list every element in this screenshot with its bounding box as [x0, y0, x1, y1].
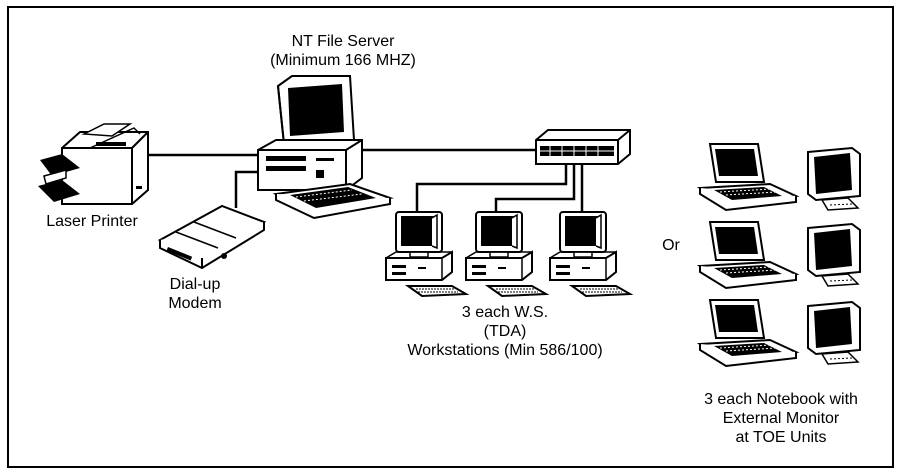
- server-label: NT File Server (Minimum 166 MHZ): [238, 32, 448, 70]
- or-label: Or: [662, 237, 680, 254]
- notebook-2: [699, 221, 797, 289]
- external-monitor-2: [807, 223, 861, 287]
- workstation-1: [386, 212, 466, 296]
- notebooks-label-line1: 3 each Notebook with: [704, 391, 858, 408]
- workstations-label-line2: (TDA): [483, 323, 527, 340]
- server-label-line1: NT File Server: [291, 33, 395, 50]
- nt-file-server: [257, 75, 394, 220]
- external-monitor-1: [807, 147, 861, 211]
- ws1-cable: [415, 162, 568, 222]
- modem-label: Dial-up Modem: [150, 275, 240, 313]
- dial-up-modem: [157, 204, 267, 270]
- workstation-3: [550, 212, 630, 296]
- notebooks-label: 3 each Notebook with External Monitor at…: [666, 390, 896, 447]
- server-label-line2: (Minimum 166 MHZ): [270, 52, 416, 69]
- network-cables: [148, 148, 584, 222]
- notebooks-label-line2: External Monitor: [722, 410, 840, 427]
- workstation-2: [466, 212, 546, 296]
- external-monitor-3: [807, 301, 861, 365]
- modem-label-line1: Dial-up: [169, 276, 221, 293]
- workstations-label: 3 each W.S. (TDA) Workstations (Min 586/…: [370, 303, 640, 360]
- workstations-label-line1: 3 each W.S.: [461, 304, 549, 321]
- laser-printer: [38, 123, 149, 205]
- network-hub: [535, 129, 631, 165]
- ws2-cable: [494, 162, 576, 218]
- modem-label-line2: Modem: [168, 295, 222, 312]
- notebook-3: [699, 299, 797, 367]
- notebook-1: [699, 143, 797, 211]
- printer-label: Laser Printer: [46, 213, 138, 230]
- modem-cable: [234, 170, 262, 208]
- notebooks-label-line3: at TOE Units: [735, 429, 827, 446]
- workstations-label-line3: Workstations (Min 586/100): [407, 342, 603, 359]
